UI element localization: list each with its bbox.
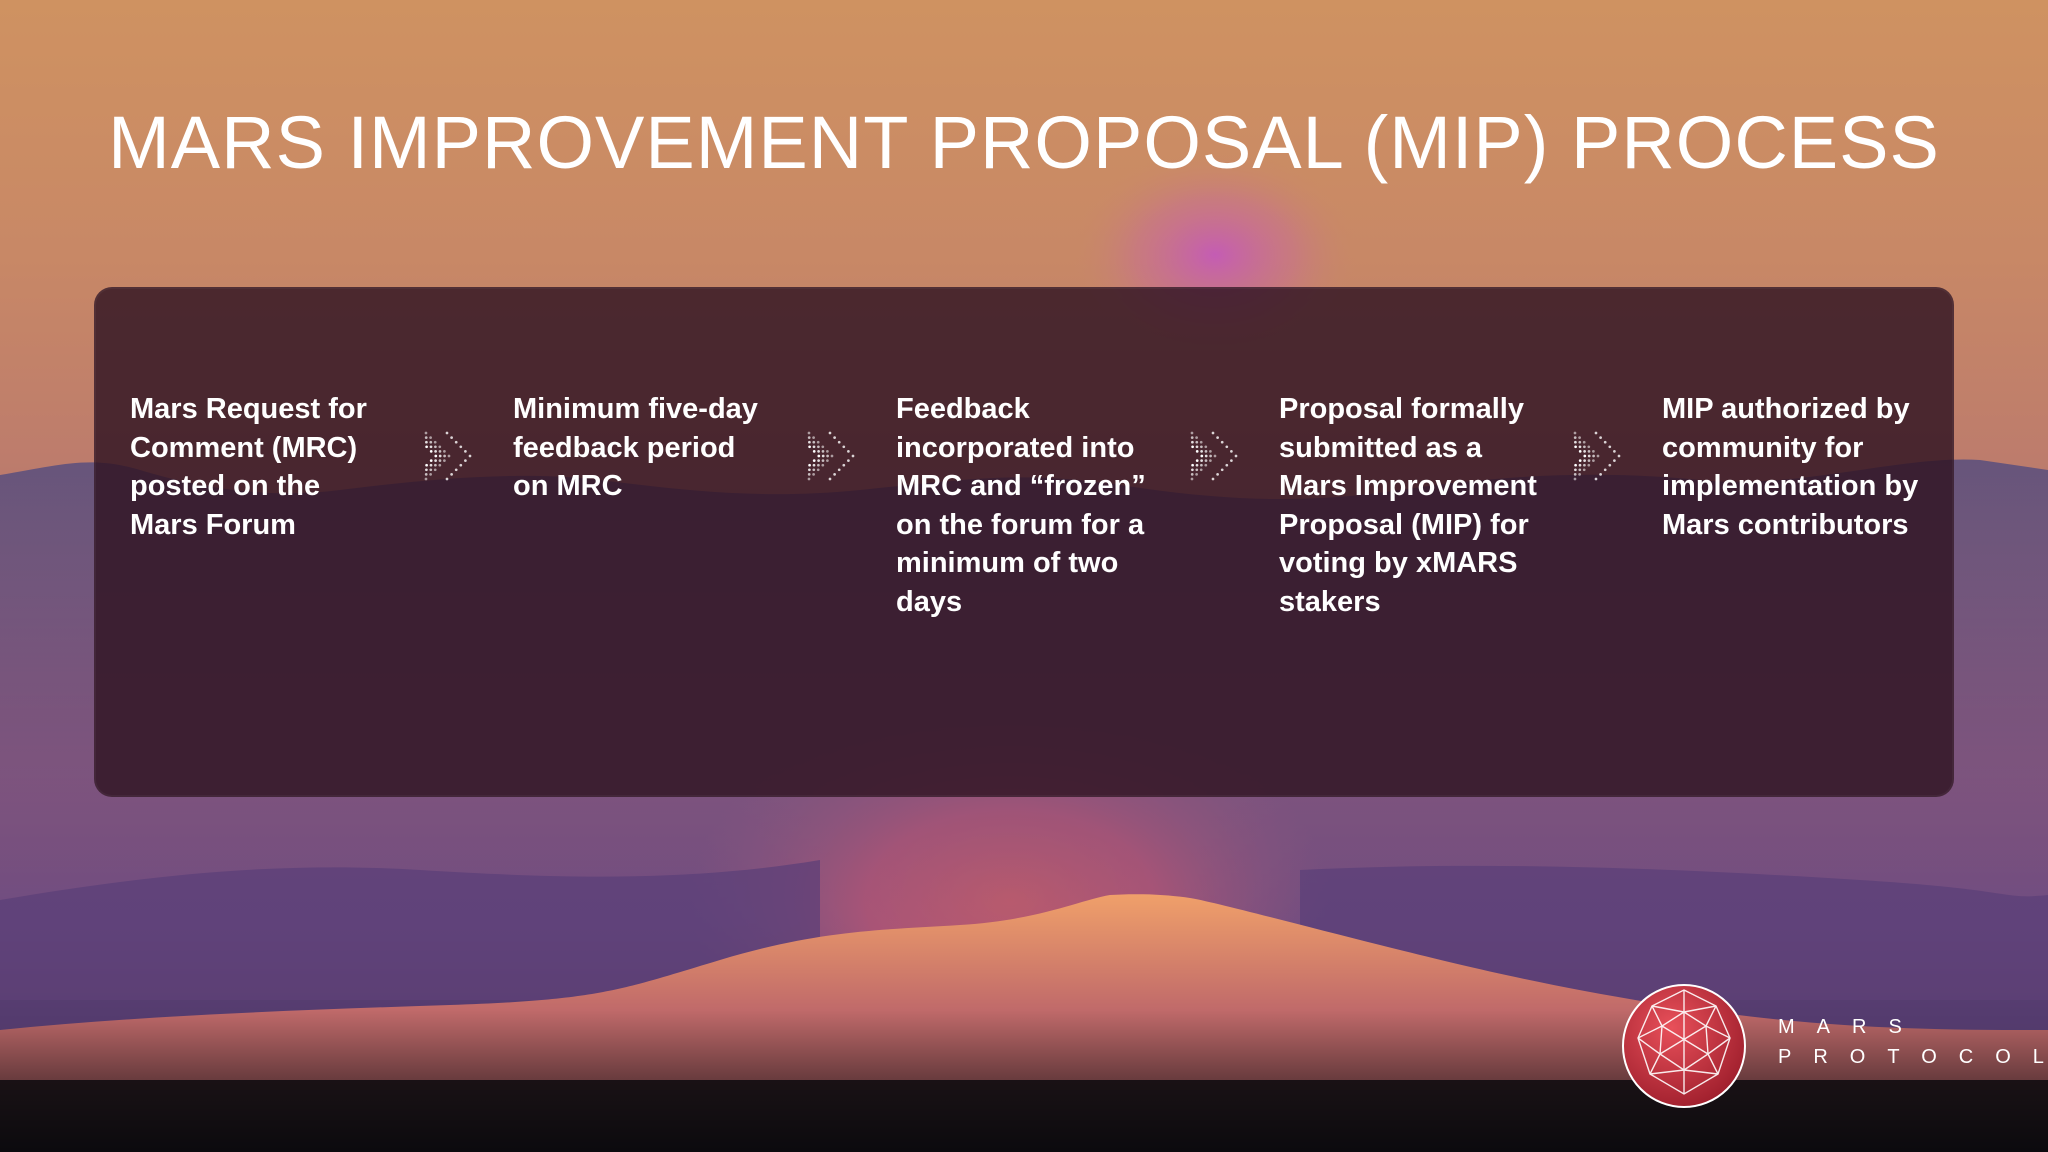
chevron-right-dotted-icon — [424, 431, 472, 481]
brand-name-line-2: PROTOCOL — [1778, 1046, 2048, 1068]
chevron-right-dotted-icon — [1573, 431, 1621, 481]
process-panel — [94, 287, 1954, 797]
step-3: Feedback incorporated into MRC and “froz… — [896, 393, 1146, 618]
step-5: MIP authorized by community for implemen… — [1662, 393, 1919, 541]
step-1: Mars Request for Comment (MRC) posted on… — [130, 393, 367, 541]
step-2: Minimum five-day feedback period on MRC — [513, 393, 758, 502]
chevron-right-dotted-icon — [807, 431, 855, 481]
geodesic-sphere-icon — [1622, 984, 1746, 1108]
page-title: MARS IMPROVEMENT PROPOSAL (MIP) PROCESS — [108, 101, 1940, 184]
step-4: Proposal formally submitted as a Mars Im… — [1279, 393, 1537, 618]
chevron-right-dotted-icon — [1190, 431, 1238, 481]
brand-name-line-1: MARS — [1778, 1016, 1924, 1038]
